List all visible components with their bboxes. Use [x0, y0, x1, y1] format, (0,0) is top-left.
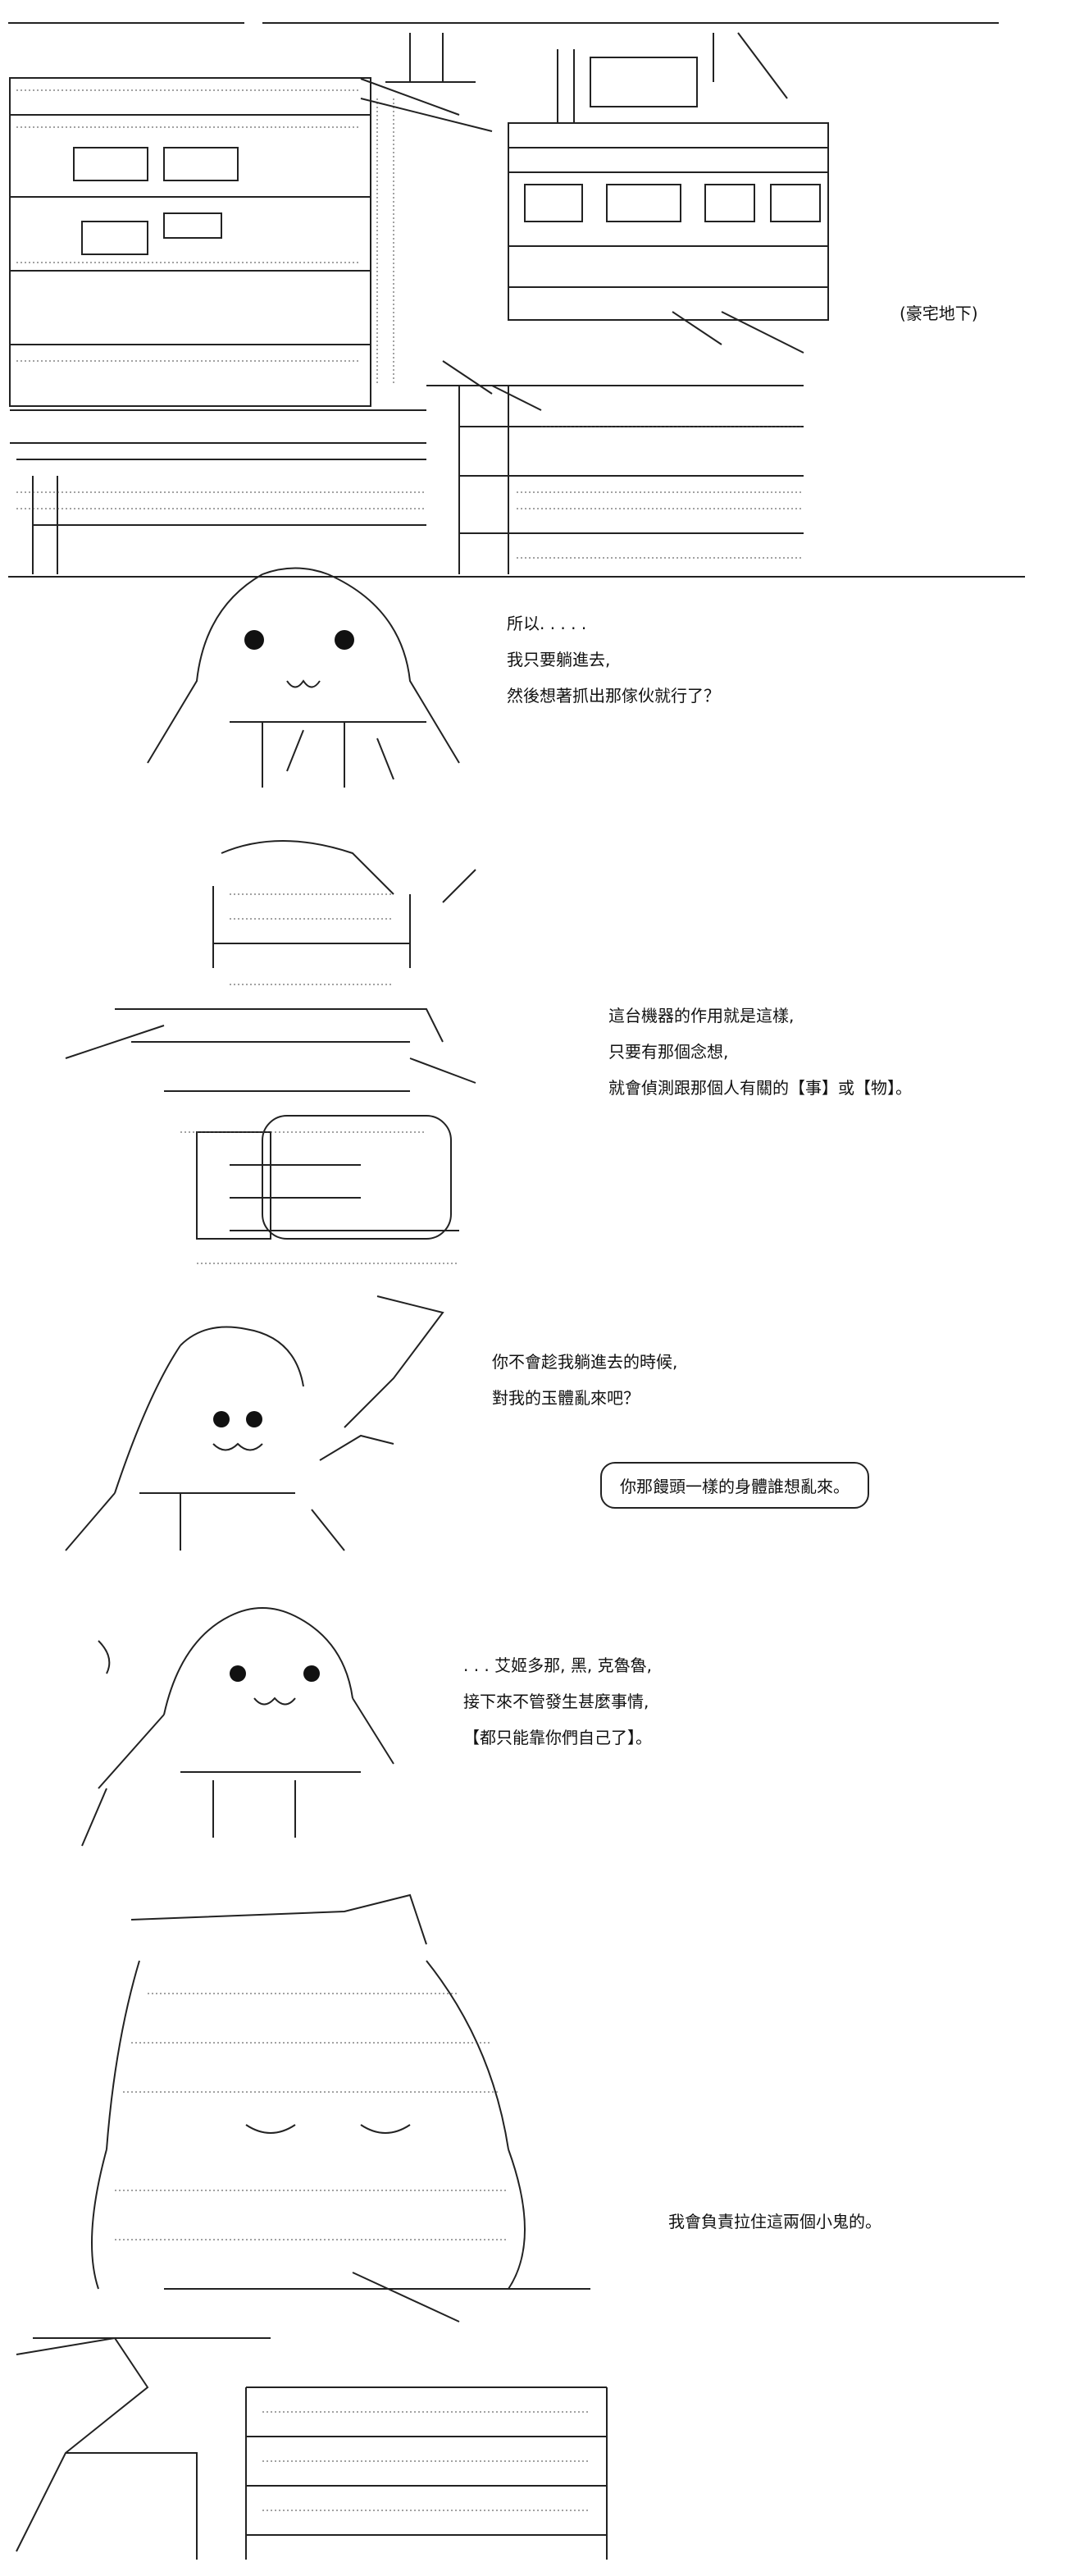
panel-2: 所以. . . . . 我只要躺進去, 然後想著抓出那傢伙就行了？: [0, 558, 1066, 804]
dialogue-line: 這台機器的作用就是這樣,: [608, 1006, 795, 1025]
panel-3: 這台機器的作用就是這樣, 只要有那個念想, 就會偵測跟那個人有關的【事】或【物】…: [0, 820, 1066, 1280]
dialogue-line: 然後想著抓出那傢伙就行了？: [507, 686, 720, 706]
dialogue-line: 對我的玉體亂來吧？: [492, 1388, 640, 1408]
speech-bubble: 你那饅頭一樣的身體誰想亂來。: [600, 1462, 869, 1509]
dialogue-line: 只要有那個念想,: [608, 1042, 729, 1062]
mansion-basement-art: [8, 22, 1025, 578]
dialogue-line: 接下來不管發生甚麼事情,: [463, 1692, 649, 1711]
dialogue-block: . . . 艾姬多那, 黑, 克魯魯, 接下來不管發生甚麼事情, 【都只能靠你們…: [463, 1649, 652, 1757]
dialogue-block: 我會負責拉住這兩個小鬼的。: [668, 2205, 882, 2241]
panel-mansion-basement: (豪宅地下): [0, 0, 1066, 582]
dialogue-block: 所以. . . . . 我只要躺進去, 然後想著抓出那傢伙就行了？: [507, 607, 720, 715]
panel-5: . . . 艾姬多那, 黑, 克魯魯, 接下來不管發生甚麼事情, 【都只能靠你們…: [0, 1592, 1066, 1870]
dialogue-line: 所以. . . . .: [507, 614, 587, 633]
dialogue-line: 我會負責拉住這兩個小鬼的。: [668, 2212, 882, 2231]
dialogue-line: 你不會趁我躺進去的時候,: [492, 1352, 678, 1372]
location-caption: (豪宅地下): [900, 304, 978, 323]
machine-operator-art: [65, 840, 476, 1264]
panel-4: 你不會趁我躺進去的時候, 對我的玉體亂來吧？ 你那饅頭一樣的身體誰想亂來。: [0, 1280, 1066, 1575]
dialogue-block: 你不會趁我躺進去的時候, 對我的玉體亂來吧？: [492, 1345, 677, 1418]
large-character-art: [16, 1893, 608, 2560]
dialogue-block: 這台機器的作用就是這樣, 只要有那個念想, 就會偵測跟那個人有關的【事】或【物】…: [608, 999, 912, 1108]
round-character-pointing-art: [65, 1295, 444, 1551]
dialogue-line: 我只要躺進去,: [507, 650, 611, 669]
round-character-art: [147, 567, 460, 788]
dialogue-line: 就會偵測跟那個人有關的【事】或【物】。: [608, 1078, 912, 1098]
round-character-sweating-art: [81, 1607, 394, 1847]
dialogue-line: . . . 艾姬多那, 黑, 克魯魯,: [463, 1656, 652, 1675]
dialogue-line: 【都只能靠你們自己了】。: [463, 1728, 652, 1747]
panel-6: 我會負責拉住這兩個小鬼的。: [0, 1879, 1066, 2576]
